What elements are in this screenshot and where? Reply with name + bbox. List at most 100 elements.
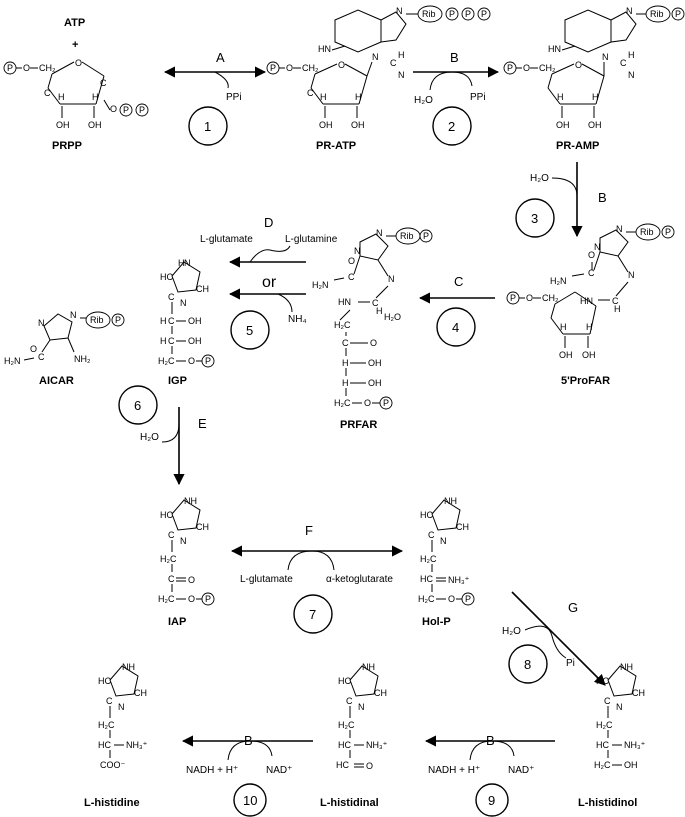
svg-text:H₂O: H₂O (140, 432, 159, 443)
svg-text:P: P (465, 594, 471, 604)
svg-text:Rib: Rib (90, 315, 104, 325)
svg-text:H: H (376, 306, 383, 316)
svg-text:NH: NH (620, 662, 633, 672)
svg-text:P: P (675, 9, 681, 19)
svg-text:1: 1 (204, 119, 211, 134)
svg-text:O: O (110, 104, 117, 114)
svg-text:9: 9 (488, 793, 495, 808)
svg-text:O: O (75, 58, 82, 68)
svg-text:N: N (388, 274, 395, 284)
svg-text:OH: OH (88, 120, 102, 130)
enzyme-a-label: A (216, 50, 225, 65)
svg-text:P: P (507, 63, 513, 73)
svg-text:C: C (106, 696, 113, 706)
svg-text:HC: HC (596, 676, 609, 686)
aicar-structure: N Rib P N C O H₂N NH₂ (4, 310, 125, 366)
svg-text:HC: HC (596, 740, 609, 750)
svg-text:P: P (465, 9, 471, 19)
svg-text:P: P (270, 63, 276, 73)
svg-text:P: P (115, 315, 121, 325)
l-histidinal-structure: NH HC CH N C H₂C HC NH₃⁺ HC O (336, 662, 388, 771)
svg-text:C: C (168, 530, 175, 540)
svg-text:CH: CH (196, 284, 209, 294)
svg-text:H: H (342, 378, 349, 388)
svg-text:Rib: Rib (640, 227, 654, 237)
atp-label: ATP (64, 17, 85, 29)
svg-text:NH: NH (444, 496, 457, 506)
svg-text:N: N (396, 6, 403, 16)
svg-text:L-glutamate: L-glutamate (240, 574, 293, 585)
svg-text:H₂C: H₂C (160, 554, 177, 564)
svg-text:2: 2 (448, 119, 455, 134)
plus-sign: + (72, 39, 78, 51)
svg-text:N: N (358, 702, 365, 712)
svg-text:HC: HC (338, 676, 351, 686)
svg-text:NH₃⁺: NH₃⁺ (448, 575, 470, 585)
svg-text:C: C (100, 78, 107, 88)
svg-text:C: C (38, 352, 45, 362)
svg-text:C: C (168, 316, 175, 326)
svg-text:H: H (628, 50, 635, 60)
svg-text:NH₃⁺: NH₃⁺ (126, 740, 148, 750)
svg-text:OH: OH (188, 336, 202, 346)
svg-text:OH: OH (368, 378, 382, 388)
svg-text:C: C (168, 574, 175, 584)
svg-text:O: O (523, 63, 530, 73)
svg-text:H₂O: H₂O (414, 95, 433, 106)
iap-structure: NH HC CH N C H₂C C O H₂C O P (158, 496, 215, 606)
svg-text:N: N (372, 52, 379, 62)
pr-atp-structure: N Rib P P P HN N C H N P O CH₂ O C H H O… (266, 5, 491, 130)
step-10-circle (233, 783, 267, 817)
svg-text:N: N (70, 310, 77, 320)
svg-text:PPi: PPi (470, 92, 486, 103)
svg-text:P: P (139, 105, 145, 115)
svg-text:OH: OH (582, 350, 596, 360)
svg-text:O: O (286, 63, 293, 73)
step-9-circle (475, 783, 509, 817)
or-label: or (262, 274, 277, 291)
l-histidinol-structure: NH HC CH N C H₂C HC NH₃⁺ H₂C OH (594, 662, 646, 770)
svg-text:C: C (346, 696, 353, 706)
svg-text:N: N (376, 228, 383, 238)
svg-text:H: H (355, 92, 362, 102)
enzyme-f-label: F (305, 523, 313, 538)
svg-text:OH: OH (351, 120, 365, 130)
profar-label: 5'ProFAR (561, 375, 610, 387)
svg-text:CH₂: CH₂ (539, 63, 556, 73)
svg-text:N: N (180, 298, 187, 308)
step-1-circle (188, 106, 228, 146)
svg-text:H₂C: H₂C (98, 720, 115, 730)
svg-text:O: O (526, 293, 533, 303)
svg-text:N: N (602, 52, 609, 62)
svg-text:H: H (614, 304, 621, 314)
svg-text:H: H (92, 92, 99, 102)
pr-amp-structure: N Rib P HN N C H N P O CH₂ O H H OH OH (503, 5, 685, 130)
svg-text:H: H (178, 258, 185, 268)
svg-text:P: P (205, 594, 211, 604)
enzyme-d-label: D (264, 215, 273, 230)
enzyme-g-label: G (568, 600, 578, 615)
svg-text:H: H (160, 316, 167, 326)
svg-text:H₂N: H₂N (4, 356, 21, 366)
svg-text:NH: NH (184, 496, 197, 506)
l-histidine-label: L-histidine (84, 797, 140, 809)
svg-text:CH: CH (374, 688, 387, 698)
svg-text:C: C (604, 696, 611, 706)
svg-text:C: C (588, 268, 595, 278)
svg-text:H₂C: H₂C (334, 320, 351, 330)
enzyme-b-label-step3: B (598, 190, 607, 205)
svg-text:C: C (342, 338, 349, 348)
svg-text:H₂C: H₂C (420, 554, 437, 564)
svg-text:HN: HN (548, 44, 561, 54)
svg-text:Rib: Rib (422, 9, 436, 19)
svg-text:OH: OH (624, 760, 638, 770)
svg-text:Rib: Rib (400, 231, 414, 241)
prfar-structure: N Rib P N C H₂N O N C H HN H₂O H₂C C O H… (312, 227, 433, 410)
prfar-label: PRFAR (340, 419, 377, 431)
svg-text:N: N (628, 70, 635, 80)
svg-text:7: 7 (309, 607, 316, 622)
svg-text:P: P (7, 63, 13, 73)
pr-amp-label: PR-AMP (556, 140, 599, 152)
hol-p-label: Hol-P (422, 616, 451, 628)
